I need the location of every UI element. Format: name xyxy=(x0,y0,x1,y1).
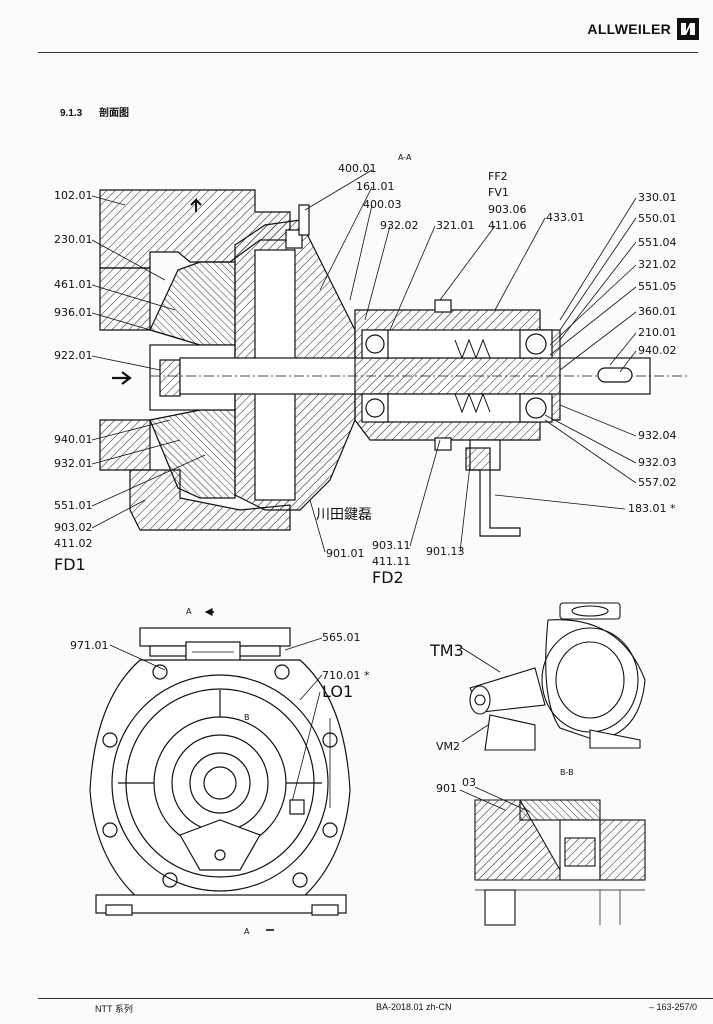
label-932-02: 932.02 xyxy=(380,219,419,232)
label-330-01: 330.01 xyxy=(638,191,677,204)
section-mark-b: B xyxy=(244,713,250,722)
leader-lines xyxy=(91,169,637,553)
label-lo1: LO1 xyxy=(322,682,353,701)
label-557-02: 557.02 xyxy=(638,476,677,489)
label-901-13: 901.13 xyxy=(426,545,465,558)
section-a-title: A-A xyxy=(398,153,412,162)
brand-logo: ALLWEILER xyxy=(587,18,699,40)
front-view-labels: 971.01 565.01 710.01 * LO1 A B A xyxy=(70,607,370,936)
label-411-11: 411.11 xyxy=(372,555,411,568)
brand-name: ALLWEILER xyxy=(587,21,671,37)
label-183-01: 183.01 * xyxy=(628,502,676,515)
section-heading: 9.1.3 剖面图 xyxy=(60,104,129,119)
label-102-01: 102.01 xyxy=(54,189,93,202)
isometric-view xyxy=(461,602,646,751)
section-number: 9.1.3 xyxy=(60,108,83,119)
label-360-01: 360.01 xyxy=(638,305,677,318)
label-433-01: 433.01 xyxy=(546,211,585,224)
label-161-01: 161.01 xyxy=(356,180,395,193)
label-551-01: 551.01 xyxy=(54,499,93,512)
label-400-03: 400.03 xyxy=(363,198,402,211)
label-903-11: 903.11 xyxy=(372,539,411,552)
detail-b-b xyxy=(459,786,646,926)
section-view-a-a xyxy=(99,189,690,537)
section-mark-a-top: A xyxy=(186,607,192,616)
section-b-title: B-B xyxy=(560,768,574,777)
section-title: 剖面图 xyxy=(99,108,130,119)
label-940-01: 940.01 xyxy=(54,433,93,446)
label-230-01: 230.01 xyxy=(54,233,93,246)
label-901-01: 901.01 xyxy=(326,547,365,560)
label-411-06: 411.06 xyxy=(488,219,527,232)
label-903-02: 903.02 xyxy=(54,521,93,534)
label-932-04: 932.04 xyxy=(638,429,677,442)
footer-rule xyxy=(38,998,713,999)
front-view xyxy=(89,608,351,931)
main-view-labels: A-A 102.01 230.01 461.01 936.01 922.01 9… xyxy=(54,153,677,587)
label-551-04: 551.04 xyxy=(638,236,677,249)
footer-page-ref: – 163-257/0 xyxy=(649,1002,698,1012)
label-550-01: 550.01 xyxy=(638,212,677,225)
label-922-01: 922.01 xyxy=(54,349,93,362)
detail-b-labels: B-B 901 03 xyxy=(436,768,574,795)
label-551-05: 551.05 xyxy=(638,280,677,293)
label-ff2: FF2 xyxy=(488,170,508,183)
section-mark-a-bottom: A xyxy=(244,927,250,936)
label-fv1: FV1 xyxy=(488,186,509,199)
label-710-01: 710.01 * xyxy=(322,669,370,682)
label-932-03: 932.03 xyxy=(638,456,677,469)
label-411-02: 411.02 xyxy=(54,537,93,550)
footer-doc-id: BA-2018.01 zh-CN xyxy=(376,1002,452,1012)
label-vm2: VM2 xyxy=(436,740,460,753)
label-03: 03 xyxy=(462,776,476,789)
header-rule xyxy=(38,52,698,53)
label-400-01: 400.01 xyxy=(338,162,377,175)
label-971-01: 971.01 xyxy=(70,639,109,652)
label-940-02: 940.02 xyxy=(638,344,677,357)
label-901: 901 xyxy=(436,782,457,795)
label-932-01: 932.01 xyxy=(54,457,93,470)
allweiler-logo-icon xyxy=(677,18,699,40)
watermark-text: 川田鍵磊 xyxy=(316,507,372,523)
footer-series: NTT 系列 xyxy=(95,1004,133,1014)
label-fd1: FD1 xyxy=(54,555,86,574)
label-565-01: 565.01 xyxy=(322,631,361,644)
label-903-06: 903.06 xyxy=(488,203,527,216)
label-936-01: 936.01 xyxy=(54,306,93,319)
label-fd2: FD2 xyxy=(372,568,404,587)
label-210-01: 210.01 xyxy=(638,326,677,339)
label-321-01: 321.01 xyxy=(436,219,475,232)
iso-view-labels: TM3 VM2 xyxy=(429,641,464,753)
label-321-02: 321.02 xyxy=(638,258,677,271)
label-tm3: TM3 xyxy=(429,641,464,660)
label-461-01: 461.01 xyxy=(54,278,93,291)
